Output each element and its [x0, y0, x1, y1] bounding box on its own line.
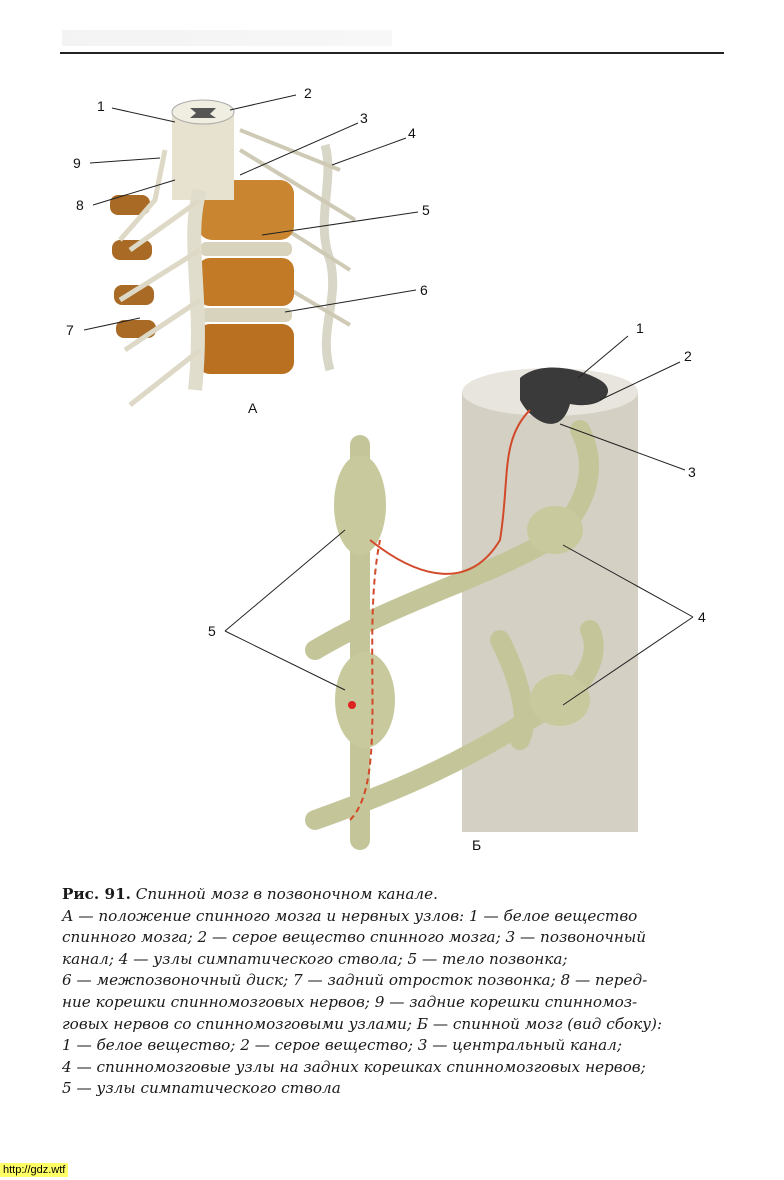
watermark-link[interactable]: http://gdz.wtf: [0, 1163, 69, 1177]
fig-a-label-9: 9: [73, 155, 81, 171]
caption-line: канал; 4 — узлы симпатического ствола; 5…: [62, 949, 568, 968]
figure-caption: Рис. 91. Спинной мозг в позвоночном кана…: [62, 884, 732, 1100]
fig-b-label-1: 1: [636, 320, 644, 336]
caption-line: 4 — спинномозговые узлы на задних корешк…: [62, 1057, 646, 1076]
fig-a-letter: А: [248, 400, 258, 416]
fig-a-label-1: 1: [97, 98, 105, 114]
fig-b-label-2: 2: [684, 348, 692, 364]
fig-a-label-2: 2: [304, 85, 312, 101]
caption-line: 6 — межпозвоночный диск; 7 — задний отро…: [62, 971, 648, 990]
fig-a-label-8: 8: [76, 197, 84, 213]
fig-a-label-4: 4: [408, 125, 416, 141]
fig-a-label-7: 7: [66, 322, 74, 338]
fig-b-letter: Б: [472, 837, 482, 853]
spinal-cord-illustrations: [83, 94, 694, 850]
caption-line: А — положение спинного мозга и нервных у…: [62, 906, 638, 925]
figure-b-drawing: [224, 335, 694, 850]
fig-a-label-5: 5: [422, 202, 430, 218]
header-rule: [60, 52, 724, 54]
figure-a-drawing: [83, 94, 419, 407]
fig-a-label-3: 3: [360, 110, 368, 126]
fig-b-label-3: 3: [688, 464, 696, 480]
caption-line: говых нервов со спинномозговыми узлами; …: [62, 1014, 663, 1033]
caption-line: 5 — узлы симпатического ствола: [62, 1079, 341, 1098]
running-header-faint: [62, 30, 392, 46]
fig-a-label-6: 6: [420, 282, 428, 298]
caption-figure-number: Рис. 91.: [62, 885, 131, 903]
caption-line: ние корешки спинномозговых нервов; 9 — з…: [62, 992, 638, 1011]
caption-line: 1 — белое вещество; 2 — серое вещество; …: [62, 1036, 622, 1055]
caption-line: спинного мозга; 2 — серое вещество спинн…: [62, 928, 646, 947]
fig-b-label-4: 4: [698, 609, 706, 625]
caption-title: Спинной мозг в позвоночном канале.: [135, 885, 438, 903]
fig-b-label-5: 5: [208, 623, 216, 639]
